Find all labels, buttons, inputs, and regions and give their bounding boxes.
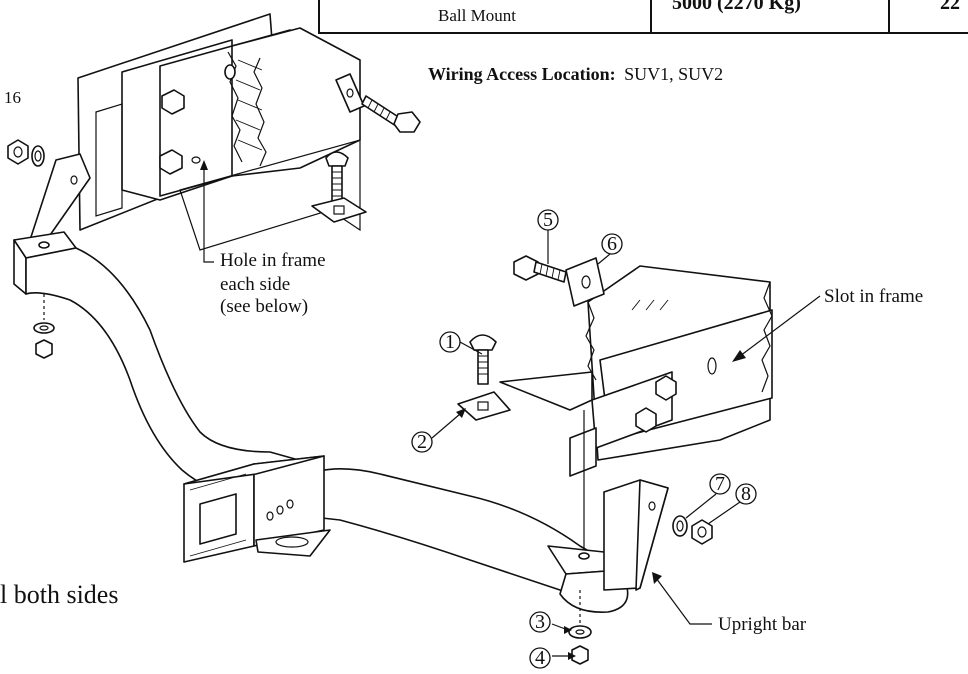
carriage-bolt-top (311, 151, 367, 223)
part-number-2: 2 (411, 431, 433, 453)
left-edge-text: 16 (4, 88, 21, 107)
svg-text:4: 4 (535, 647, 545, 669)
table-row-label: Ball Mount (438, 6, 516, 25)
left-nut-washer (7, 139, 45, 167)
table-capacity-value: 5000 (2270 Kg) (672, 0, 801, 14)
hole-label-line-1: Hole in frame (220, 250, 326, 271)
washer-nut-right (672, 515, 713, 545)
left-lower-washer-nut (33, 322, 55, 359)
callout-leaders (200, 160, 821, 660)
part-number-8: 8 (735, 483, 757, 505)
left-upright-bar (29, 153, 91, 241)
svg-text:2: 2 (417, 431, 427, 453)
bottom-left-text: l both sides (0, 580, 119, 609)
receiver-box (183, 455, 331, 563)
part-number-6: 6 (601, 233, 623, 255)
part-number-1: 1 (439, 331, 461, 353)
part-number-7: 7 (709, 473, 731, 495)
svg-text:6: 6 (607, 233, 617, 255)
carriage-bolt-right (457, 334, 511, 421)
svg-text:1: 1 (445, 331, 455, 353)
hitch-cross-tube (13, 231, 629, 613)
right-frame-rail (499, 265, 773, 477)
bolt-and-plate-right (513, 255, 605, 307)
part-number-5: 5 (537, 209, 559, 231)
wiring-access-value: SUV1, SUV2 (624, 64, 724, 84)
lower-washer-nut (568, 625, 592, 665)
wiring-access-line: Wiring Access Location: SUV1, SUV2 (428, 64, 723, 85)
hole-in-frame-label: Hole in frame each side (see below) (220, 250, 326, 317)
part-number-3: 3 (529, 611, 551, 633)
right-upright-bar (583, 410, 669, 591)
svg-text:3: 3 (535, 611, 545, 633)
hole-label-line-2: each side (220, 274, 290, 295)
spec-table-fragment: Ball Mount 5000 (2270 Kg) 22 (318, 0, 968, 34)
wiring-access-label: Wiring Access Location: (428, 64, 616, 84)
slot-in-frame-label: Slot in frame (824, 286, 923, 307)
upright-bar-label: Upright bar (718, 614, 807, 635)
svg-text:8: 8 (741, 483, 751, 505)
svg-text:5: 5 (543, 209, 553, 231)
left-frame-rail (77, 13, 361, 251)
part-number-4: 4 (529, 647, 551, 669)
svg-text:7: 7 (715, 473, 725, 495)
table-next-column-value: 22 (940, 0, 960, 14)
hole-label-line-3: (see below) (220, 296, 308, 317)
plate-and-bolt-top (335, 73, 421, 133)
